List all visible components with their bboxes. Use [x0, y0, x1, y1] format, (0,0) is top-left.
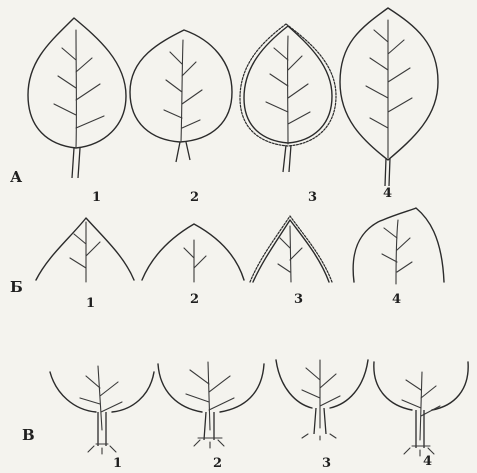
row-c-number-1: 1	[113, 456, 122, 471]
row-b-number-3: 3	[294, 292, 303, 307]
row-a-number-2: 2	[190, 190, 199, 205]
row-a-number-4: 4	[383, 186, 392, 201]
row-a-leaf-4	[340, 8, 438, 186]
row-c-number-2: 2	[213, 456, 222, 471]
row-c-number-3: 3	[322, 456, 331, 471]
row-c-leaf-4	[374, 362, 468, 456]
row-b-leaf-1	[36, 218, 134, 282]
row-label-b: Б	[10, 278, 23, 296]
row-b-number-2: 2	[190, 292, 199, 307]
row-a-leaf-1	[28, 18, 126, 178]
row-b-leaf-4	[353, 208, 444, 284]
row-b-number-1: 1	[86, 296, 95, 311]
row-label-c: В	[22, 426, 35, 444]
row-c-number-4: 4	[423, 454, 432, 469]
row-c-leaf-2	[158, 362, 264, 448]
row-a-number-1: 1	[92, 190, 101, 205]
row-b-number-4: 4	[392, 292, 401, 307]
row-c-leaf-1	[50, 366, 154, 454]
row-a-leaf-3	[240, 24, 336, 172]
row-a-number-3: 3	[308, 190, 317, 205]
row-b-leaf-3	[250, 216, 332, 282]
row-label-a: А	[10, 168, 22, 186]
row-a-leaf-2	[130, 30, 232, 162]
row-b-leaf-2	[142, 224, 244, 282]
row-c-leaf-3	[276, 360, 368, 440]
